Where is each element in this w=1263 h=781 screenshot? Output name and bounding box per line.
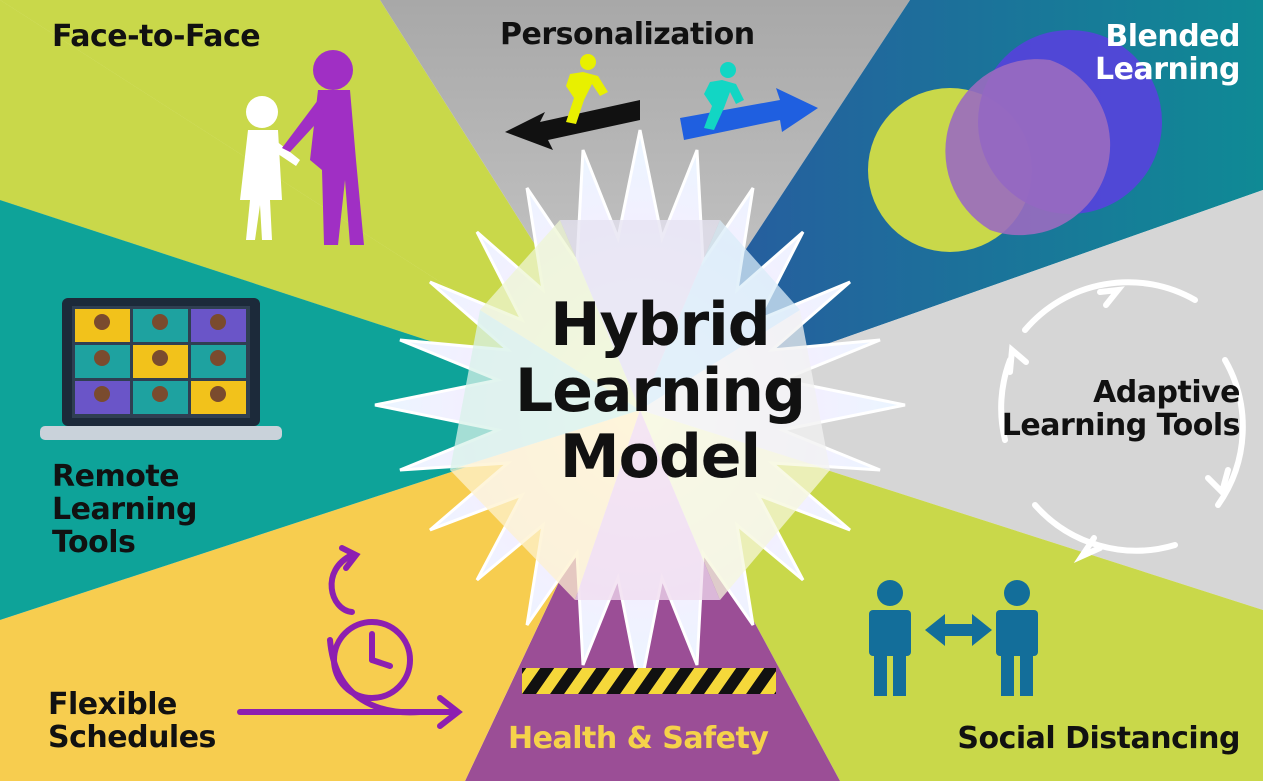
- label-adaptive-line2: Learning Tools: [1001, 408, 1241, 443]
- label-flexible-line1: Flexible: [48, 687, 177, 722]
- label-health-safety: Health & Safety: [508, 721, 769, 756]
- clock-loop-icon: [237, 545, 463, 729]
- label-adaptive-line1: Adaptive: [1093, 375, 1240, 410]
- hazard-stripe-icon: [522, 668, 776, 694]
- label-remote-line1: Remote: [52, 459, 180, 494]
- label-social-distancing: Social Distancing: [957, 721, 1240, 756]
- title-line2: Learning: [515, 356, 806, 426]
- laptop-video-call-icon: [40, 298, 282, 440]
- label-flexible-schedules: Flexible Schedules: [48, 688, 216, 754]
- label-blended-learning: Blended Learning: [1060, 20, 1240, 86]
- star-ray-lime: [480, 220, 640, 410]
- star-ray-gray: [560, 220, 720, 410]
- label-remote-line2: Learning: [52, 492, 197, 527]
- venn-circles-icon: [868, 30, 1162, 252]
- title-line1: Hybrid: [550, 290, 770, 360]
- star-ray-blue: [640, 220, 800, 410]
- label-blended-line2: Learning: [1095, 52, 1240, 87]
- star-ray-gray2: [640, 310, 830, 470]
- title-line3: Model: [559, 422, 761, 492]
- cycle-arrows-icon: [998, 279, 1246, 563]
- label-flexible-line2: Schedules: [48, 720, 216, 755]
- star-ray-green: [640, 410, 830, 600]
- two-people-distance-icon: [869, 580, 1038, 696]
- star-ray-teal: [450, 310, 640, 470]
- label-blended-line1: Blended: [1105, 19, 1240, 54]
- label-remote-line3: Tools: [52, 525, 136, 560]
- label-face-to-face: Face-to-Face: [52, 19, 261, 54]
- label-adaptive-learning-tools: Adaptive Learning Tools: [960, 375, 1241, 443]
- star-ray-purple: [575, 410, 720, 600]
- adult-child-silhouette-icon: [240, 50, 364, 245]
- star-ray-yellow: [450, 410, 640, 600]
- label-remote-learning-tools: Remote Learning Tools: [52, 460, 197, 559]
- sector-adaptive-tools: [640, 190, 1263, 610]
- label-personalization: Personalization: [500, 17, 755, 52]
- runner-arrows-icon: [505, 54, 818, 150]
- diagram-title: Hybrid Learning Model: [470, 292, 850, 490]
